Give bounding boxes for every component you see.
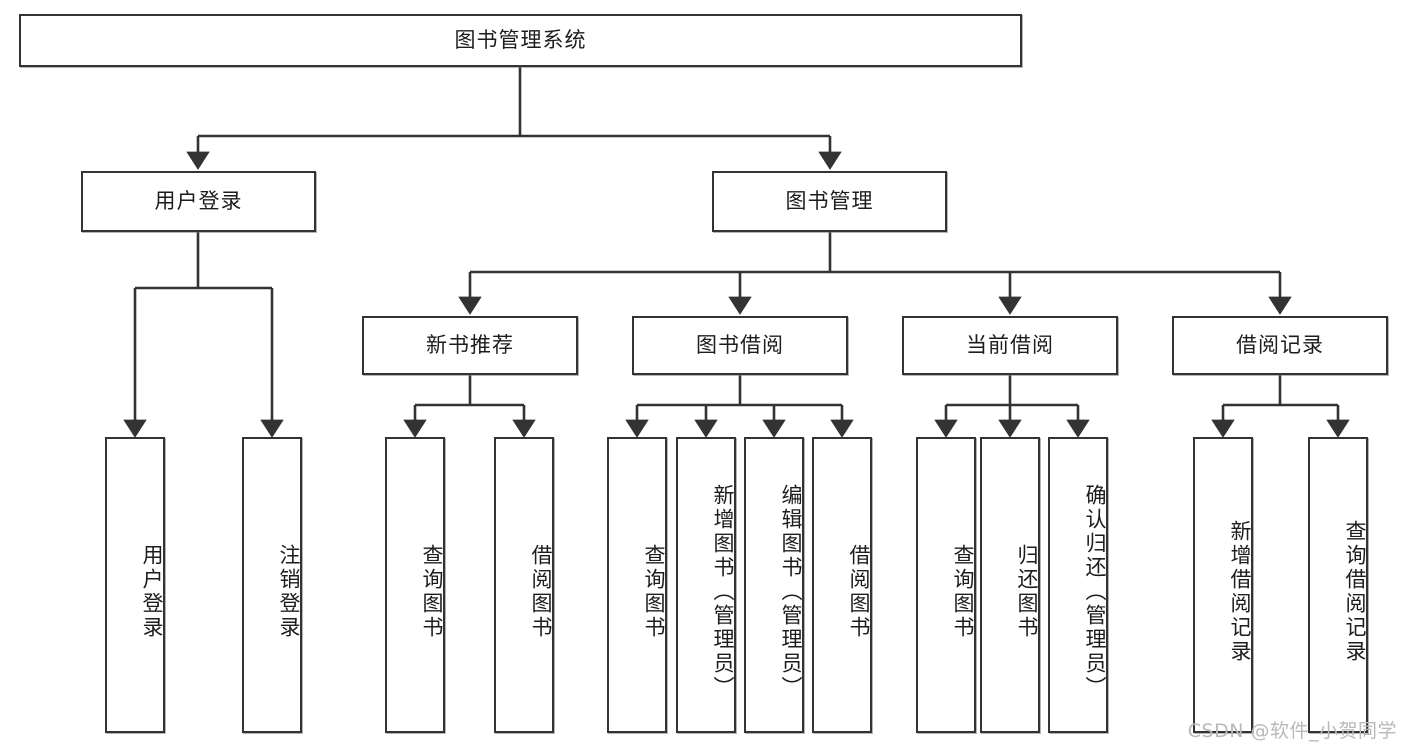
node-leaf-logout-login[interactable]: 注销登录 bbox=[242, 437, 302, 733]
node-leaf-query-record[interactable]: 查询借阅记录 bbox=[1308, 437, 1368, 733]
node-new-book-recommend-label: 新书推荐 bbox=[426, 332, 514, 357]
node-leaf-query-book-3-label: 查询图书 bbox=[951, 544, 975, 640]
node-root[interactable]: 图书管理系统 bbox=[19, 14, 1022, 67]
node-leaf-query-book-1[interactable]: 查询图书 bbox=[385, 437, 445, 733]
node-leaf-query-book-2[interactable]: 查询图书 bbox=[607, 437, 667, 733]
node-borrow-record[interactable]: 借阅记录 bbox=[1172, 316, 1388, 375]
node-book-borrow[interactable]: 图书借阅 bbox=[632, 316, 848, 375]
node-leaf-borrow-book-2[interactable]: 借阅图书 bbox=[812, 437, 872, 733]
node-leaf-user-login-label: 用户登录 bbox=[140, 544, 164, 640]
node-leaf-query-book-3[interactable]: 查询图书 bbox=[916, 437, 976, 733]
node-current-borrow-label: 当前借阅 bbox=[966, 332, 1054, 357]
node-user-login-label: 用户登录 bbox=[154, 188, 243, 213]
node-leaf-return-book[interactable]: 归还图书 bbox=[980, 437, 1040, 733]
node-leaf-edit-book-label: 编辑图书（管理员） bbox=[779, 484, 803, 700]
node-leaf-query-record-label: 查询借阅记录 bbox=[1343, 520, 1367, 664]
node-leaf-return-book-label: 归还图书 bbox=[1015, 544, 1039, 640]
node-leaf-user-login[interactable]: 用户登录 bbox=[105, 437, 165, 733]
node-leaf-add-book-label: 新增图书（管理员） bbox=[711, 484, 735, 700]
node-leaf-borrow-book-2-label: 借阅图书 bbox=[847, 544, 871, 640]
node-leaf-add-book[interactable]: 新增图书（管理员） bbox=[676, 437, 736, 733]
node-borrow-record-label: 借阅记录 bbox=[1236, 332, 1324, 357]
node-leaf-edit-book[interactable]: 编辑图书（管理员） bbox=[744, 437, 804, 733]
node-book-management[interactable]: 图书管理 bbox=[712, 171, 947, 232]
node-book-borrow-label: 图书借阅 bbox=[696, 332, 784, 357]
node-root-label: 图书管理系统 bbox=[454, 27, 587, 52]
node-leaf-query-book-1-label: 查询图书 bbox=[420, 544, 444, 640]
node-leaf-logout-login-label: 注销登录 bbox=[277, 544, 301, 640]
node-new-book-recommend[interactable]: 新书推荐 bbox=[362, 316, 578, 375]
node-leaf-borrow-book-1-label: 借阅图书 bbox=[529, 544, 553, 640]
node-user-login[interactable]: 用户登录 bbox=[81, 171, 316, 232]
node-book-management-label: 图书管理 bbox=[785, 188, 874, 213]
node-leaf-confirm-return-label: 确认归还（管理员） bbox=[1083, 484, 1107, 700]
node-leaf-query-book-2-label: 查询图书 bbox=[642, 544, 666, 640]
node-leaf-borrow-book-1[interactable]: 借阅图书 bbox=[494, 437, 554, 733]
node-leaf-confirm-return[interactable]: 确认归还（管理员） bbox=[1048, 437, 1108, 733]
node-current-borrow[interactable]: 当前借阅 bbox=[902, 316, 1118, 375]
node-leaf-add-record[interactable]: 新增借阅记录 bbox=[1193, 437, 1253, 733]
node-leaf-add-record-label: 新增借阅记录 bbox=[1228, 520, 1252, 664]
